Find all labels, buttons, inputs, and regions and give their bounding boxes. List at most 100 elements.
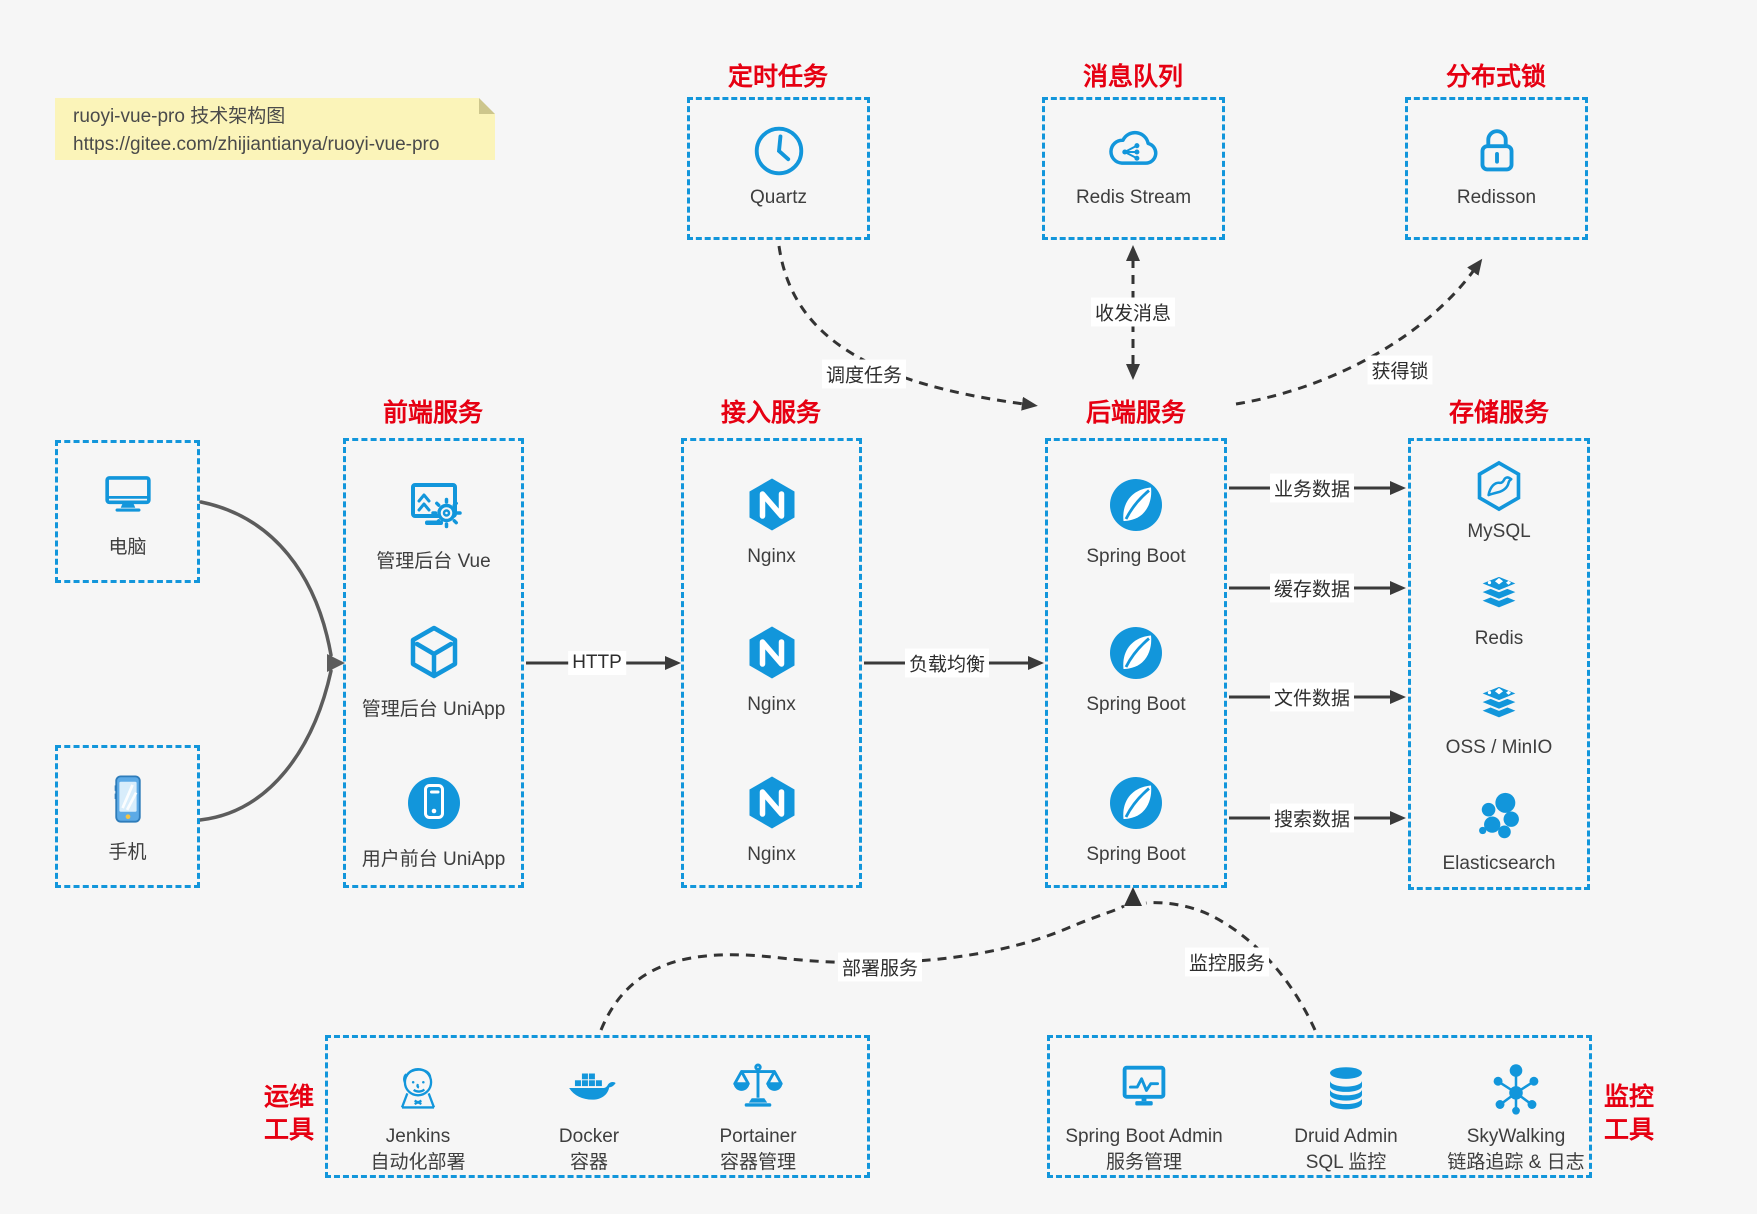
node-skywalking: SkyWalking 链路追踪 & 日志 (1416, 1058, 1616, 1176)
group-title-backend: 后端服务 (1085, 399, 1187, 427)
group-title-frontend: 前端服务 (382, 399, 484, 427)
edge-label-schedule-task: 调度任务 (821, 359, 907, 389)
node-label-line1: Jenkins (385, 1126, 451, 1147)
edge-label-deploy-service: 部署服务 (837, 952, 923, 982)
backend-service-box: Spring Boot Spring Boot Spring Boot (1045, 438, 1227, 888)
druid-icon (1315, 1058, 1377, 1120)
node-redisson: Redisson (1408, 120, 1585, 209)
node-label: Elasticsearch (1442, 853, 1556, 874)
nginx-icon (740, 771, 804, 835)
node-label: Nginx (747, 844, 796, 865)
node-label: Quartz (749, 187, 808, 208)
node-label: 电脑 (108, 537, 147, 558)
uniapp-cube-icon (402, 621, 466, 685)
node-elasticsearch: Elasticsearch (1411, 787, 1587, 875)
ops-title-line1: 运维 (263, 1083, 315, 1111)
node-label: Druid Admin SQL 监控 (1246, 1124, 1446, 1176)
node-quartz: Quartz (690, 120, 867, 209)
node-admin-uniapp: 管理后台 UniApp (346, 621, 521, 721)
oss-minio-icon (1470, 674, 1528, 732)
group-title-scheduled-task: 定时任务 (727, 63, 829, 91)
node-redis-stream: Redis Stream (1045, 120, 1222, 209)
node-label: MySQL (1467, 521, 1531, 542)
sticky-note: ruoyi-vue-pro 技术架构图 https://gitee.com/zh… (55, 98, 495, 160)
deploy-monitor-arrowhead (1124, 887, 1142, 906)
mobile-client-box: 手机 (55, 745, 200, 888)
node-label: Docker 容器 (489, 1124, 689, 1176)
frontend-service-box: 管理后台 Vue 管理后台 UniApp 用户前台 UniApp (343, 438, 524, 888)
node-portainer: Portainer 容器管理 (658, 1058, 858, 1176)
node-label: Nginx (747, 546, 796, 567)
edge-label-file-data: 文件数据 (1269, 682, 1355, 712)
ops-title-line2: 工具 (263, 1116, 315, 1144)
clock-icon (748, 120, 810, 182)
message-queue-box: Redis Stream (1042, 97, 1225, 240)
monitor-tools-box: Spring Boot Admin 服务管理 Druid Admin SQL 监… (1047, 1035, 1592, 1178)
edge-label-send-receive-message: 收发消息 (1090, 297, 1176, 327)
group-title-message-queue: 消息队列 (1082, 63, 1184, 91)
node-springboot-2: Spring Boot (1048, 621, 1224, 716)
ops-tools-box: Jenkins 自动化部署 Docker 容器 Portainer 容器管理 (325, 1035, 870, 1178)
node-druid-admin: Druid Admin SQL 监控 (1246, 1058, 1446, 1176)
node-label: Nginx (747, 694, 796, 715)
edge-label-business-data: 业务数据 (1269, 473, 1355, 503)
edge-label-cache-data: 缓存数据 (1269, 573, 1355, 603)
node-docker: Docker 容器 (489, 1058, 689, 1176)
node-nginx-2: Nginx (684, 621, 859, 716)
elasticsearch-icon (1470, 787, 1528, 845)
node-nginx-1: Nginx (684, 473, 859, 568)
group-title-ops-tools: 运维 工具 (264, 1081, 314, 1147)
node-admin-vue: 管理后台 Vue (346, 473, 521, 573)
node-label: Spring Boot (1086, 694, 1186, 715)
group-title-storage: 存储服务 (1448, 399, 1550, 427)
node-oss-minio: OSS / MinIO (1411, 674, 1587, 759)
node-label-line2: 链路追踪 & 日志 (1447, 1152, 1585, 1173)
gateway-service-box: Nginx Nginx Nginx (681, 438, 862, 888)
edge-label-search-data: 搜索数据 (1269, 803, 1355, 833)
node-nginx-3: Nginx (684, 771, 859, 866)
node-label: Redis Stream (1075, 187, 1192, 208)
node-label: Spring Boot (1086, 546, 1186, 567)
desktop-icon (99, 467, 157, 525)
portainer-icon (727, 1058, 789, 1120)
node-label: Spring Boot Admin 服务管理 (1044, 1124, 1244, 1176)
node-label: SkyWalking 链路追踪 & 日志 (1416, 1124, 1616, 1176)
spring-boot-icon (1104, 473, 1168, 537)
node-label-line1: Druid Admin (1294, 1126, 1398, 1147)
node-pc: 电脑 (58, 467, 197, 559)
smartphone-icon (99, 770, 157, 828)
monitor-title-line2: 工具 (1603, 1116, 1655, 1144)
monitor-title-line1: 监控 (1603, 1083, 1655, 1111)
nginx-icon (740, 473, 804, 537)
scheduled-task-box: Quartz (687, 97, 870, 240)
node-mysql: MySQL (1411, 457, 1587, 543)
node-label-line1: Docker (558, 1126, 620, 1147)
node-redis: Redis (1411, 564, 1587, 650)
edge-label-http: HTTP (568, 651, 626, 675)
note-fold-corner (479, 98, 495, 114)
redis-icon (1470, 564, 1528, 622)
distributed-lock-box: Redisson (1405, 97, 1588, 240)
spring-boot-icon (1104, 771, 1168, 835)
admin-vue-icon (402, 473, 466, 537)
node-label-line2: 容器 (569, 1152, 608, 1173)
node-label: 手机 (108, 842, 147, 863)
client-to-frontend-arrow (198, 500, 333, 822)
node-spring-boot-admin: Spring Boot Admin 服务管理 (1044, 1058, 1244, 1176)
cloud-stream-icon (1103, 120, 1165, 182)
node-label: Portainer 容器管理 (658, 1124, 858, 1176)
node-label-line2: 服务管理 (1105, 1152, 1182, 1173)
node-label: Jenkins 自动化部署 (318, 1124, 518, 1176)
node-label: 管理后台 UniApp (361, 699, 506, 720)
spring-boot-admin-icon (1113, 1058, 1175, 1120)
edge-label-monitor-service: 监控服务 (1184, 947, 1270, 977)
monitor-curve (1145, 901, 1317, 1031)
data-arrows (1229, 481, 1406, 825)
node-label-line1: SkyWalking (1466, 1126, 1566, 1147)
edge-label-acquire-lock: 获得锁 (1367, 355, 1433, 385)
node-label: Redisson (1456, 187, 1537, 208)
group-title-gateway: 接入服务 (720, 399, 822, 427)
jenkins-icon (387, 1058, 449, 1120)
skywalking-icon (1485, 1058, 1547, 1120)
